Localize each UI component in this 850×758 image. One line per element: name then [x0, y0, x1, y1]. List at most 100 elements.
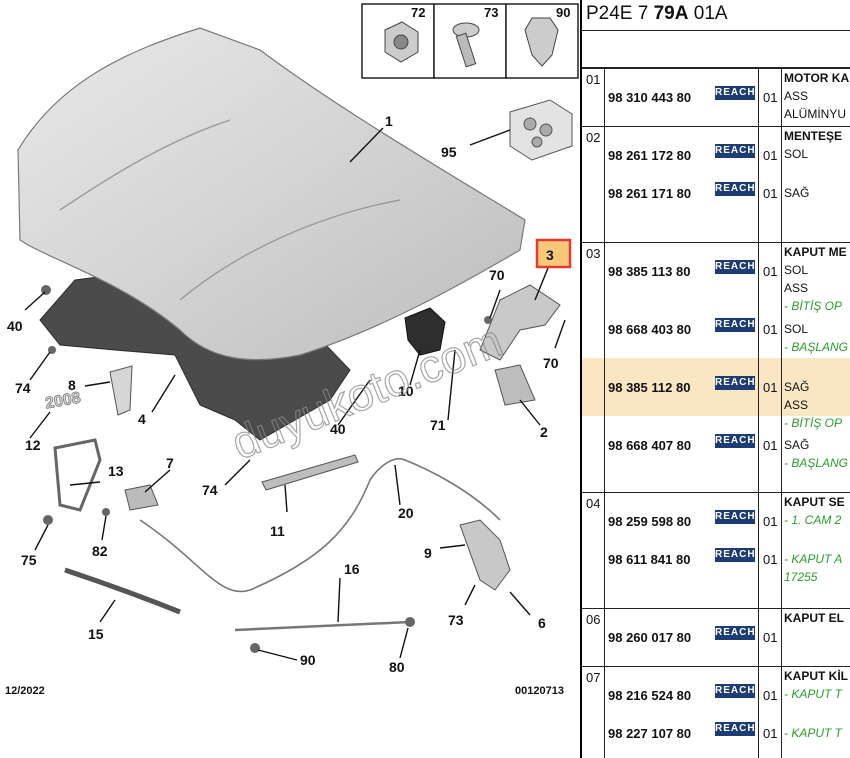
callout-82[interactable]: 82 [92, 543, 108, 559]
section-number: 04 [586, 496, 601, 511]
part-note: 17255 [784, 570, 818, 584]
box-label-90: 90 [556, 5, 570, 20]
part-number[interactable]: 98 385 113 80 [608, 264, 691, 279]
ref-suffix: 01A [688, 3, 728, 24]
quantity: 01 [763, 264, 778, 279]
callout-71[interactable]: 71 [430, 417, 446, 433]
reach-badge: REACH [715, 548, 756, 562]
clip-icon [524, 17, 559, 67]
callout-15[interactable]: 15 [88, 626, 104, 642]
part-note: - BAŞLANG [784, 340, 849, 354]
footer-diagram-code: 00120713 [515, 685, 564, 697]
leader-lines [24, 127, 566, 661]
quantity: 01 [763, 186, 778, 201]
section-number: 06 [586, 612, 601, 627]
part-number[interactable]: 98 310 443 80 [608, 90, 692, 105]
part-number[interactable]: 98 261 171 80 [608, 186, 692, 201]
hardware-boxes: 72 73 90 [361, 3, 579, 79]
hinge-base [494, 364, 536, 406]
part-number[interactable]: 98 259 598 80 [608, 514, 692, 529]
quantity: 01 [763, 630, 778, 645]
reach-badge: REACH [715, 318, 756, 332]
part-note: - BAŞLANG [784, 456, 849, 470]
section-divider [582, 608, 850, 609]
callout-6[interactable]: 6 [538, 615, 546, 631]
release-cable [139, 458, 501, 593]
callout-8[interactable]: 8 [68, 377, 76, 393]
callout-3[interactable]: 3 [546, 247, 554, 263]
diagram-reference: P24E 7 79A 01A [586, 3, 728, 25]
callout-9[interactable]: 9 [424, 545, 432, 561]
clip-82 [102, 508, 110, 516]
column-divider [604, 67, 605, 758]
callout-11[interactable]: 11 [270, 523, 285, 539]
quantity: 01 [763, 552, 778, 567]
part-number[interactable]: 98 227 107 80 [608, 726, 692, 741]
highlighted-callout-box[interactable] [535, 238, 572, 269]
part-note: - KAPUT T [784, 726, 843, 740]
ref-prefix: P24E 7 [586, 3, 654, 24]
part-detail: SOL [784, 263, 809, 277]
reach-badge: REACH [715, 86, 756, 100]
part-detail: SOL [784, 147, 809, 161]
callout-80[interactable]: 80 [389, 659, 405, 675]
callout-75[interactable]: 75 [21, 552, 37, 568]
part-number[interactable]: 98 668 403 80 [608, 322, 692, 337]
part-number[interactable]: 98 216 524 80 [608, 688, 692, 703]
quantity: 01 [763, 514, 778, 529]
part-number[interactable]: 98 261 172 80 [608, 148, 692, 163]
callout-13[interactable]: 13 [108, 463, 124, 479]
callout-4[interactable]: 4 [138, 411, 146, 427]
footer-date: 12/2022 [5, 685, 45, 697]
callout-10[interactable]: 10 [398, 383, 414, 399]
header-divider [582, 30, 850, 31]
callout-74-upper[interactable]: 74 [15, 380, 31, 396]
reach-badge: REACH [715, 684, 756, 698]
reach-badge: REACH [715, 182, 756, 196]
callout-40-center[interactable]: 40 [330, 421, 346, 437]
part-detail: ASS [784, 281, 809, 295]
part-note: - 1. CAM 2 [784, 513, 842, 527]
section-number: 01 [586, 72, 601, 87]
part-detail: SAĞ [784, 186, 810, 200]
quantity: 01 [763, 380, 778, 395]
header-divider [582, 67, 850, 68]
callout-16[interactable]: 16 [344, 561, 360, 577]
column-divider [781, 67, 782, 758]
parts-list-panel: P24E 7 79A 01A 01 98 310 443 80 REACH 01 MOT… [580, 0, 850, 758]
callout-73[interactable]: 73 [448, 612, 464, 628]
callout-74-lower[interactable]: 74 [202, 482, 218, 498]
part-number[interactable]: 98 260 017 80 [608, 630, 692, 645]
box-label-72: 72 [411, 5, 425, 20]
part-number[interactable]: 98 668 407 80 [608, 438, 692, 453]
seal-strip-11 [261, 454, 359, 491]
callout-70-top[interactable]: 70 [489, 267, 505, 283]
callout-2[interactable]: 2 [540, 424, 548, 440]
callout-90[interactable]: 90 [300, 652, 316, 668]
section-divider [582, 242, 850, 243]
quantity: 01 [763, 90, 778, 105]
reach-badge: REACH [715, 722, 756, 736]
section-divider [582, 126, 850, 127]
callout-1[interactable]: 1 [385, 113, 393, 129]
callout-12[interactable]: 12 [25, 437, 41, 453]
section-divider [582, 666, 850, 667]
callout-20[interactable]: 20 [398, 505, 414, 521]
callout-70-right[interactable]: 70 [543, 355, 559, 371]
part-number[interactable]: 98 611 841 80 [608, 552, 691, 567]
callout-95[interactable]: 95 [441, 144, 457, 160]
quantity: 01 [763, 438, 778, 453]
part-title: MOTOR KA [784, 71, 850, 85]
latch-7 [124, 484, 159, 511]
hood-crease [59, 119, 401, 301]
part-detail: SOL [784, 322, 809, 336]
callout-40-left[interactable]: 40 [7, 318, 23, 334]
part-number[interactable]: 98 385 112 80 [608, 380, 691, 395]
part-detail: SAĞ [784, 438, 810, 452]
reach-badge: REACH [715, 510, 756, 524]
quantity: 01 [763, 688, 778, 703]
part-note: - BİTİŞ OP [784, 416, 843, 430]
part-title: KAPUT EL [784, 611, 844, 625]
hood-lock [459, 519, 511, 591]
callout-7[interactable]: 7 [166, 455, 174, 471]
